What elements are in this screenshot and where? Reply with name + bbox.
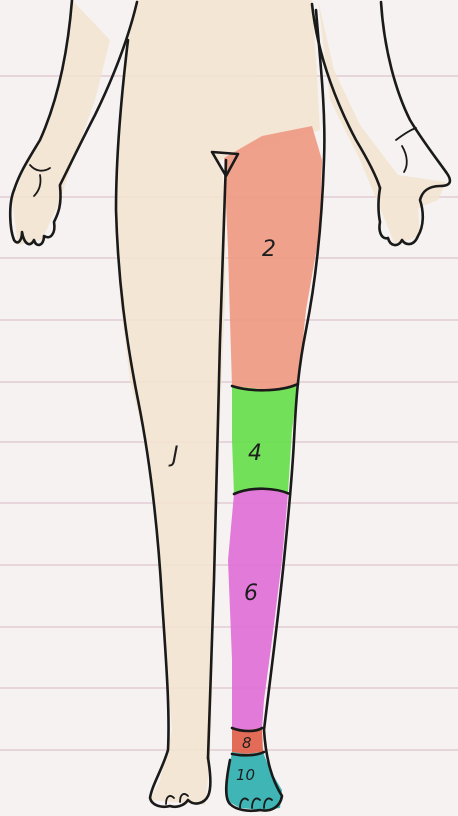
label-ankle: 8 bbox=[242, 734, 252, 752]
label-knee: 4 bbox=[248, 441, 262, 466]
region-knee bbox=[232, 386, 298, 494]
label-shin: 6 bbox=[244, 581, 258, 606]
skin-fill bbox=[12, 0, 446, 805]
label-foot: 10 bbox=[236, 766, 255, 784]
label-thigh: 2 bbox=[262, 237, 276, 262]
